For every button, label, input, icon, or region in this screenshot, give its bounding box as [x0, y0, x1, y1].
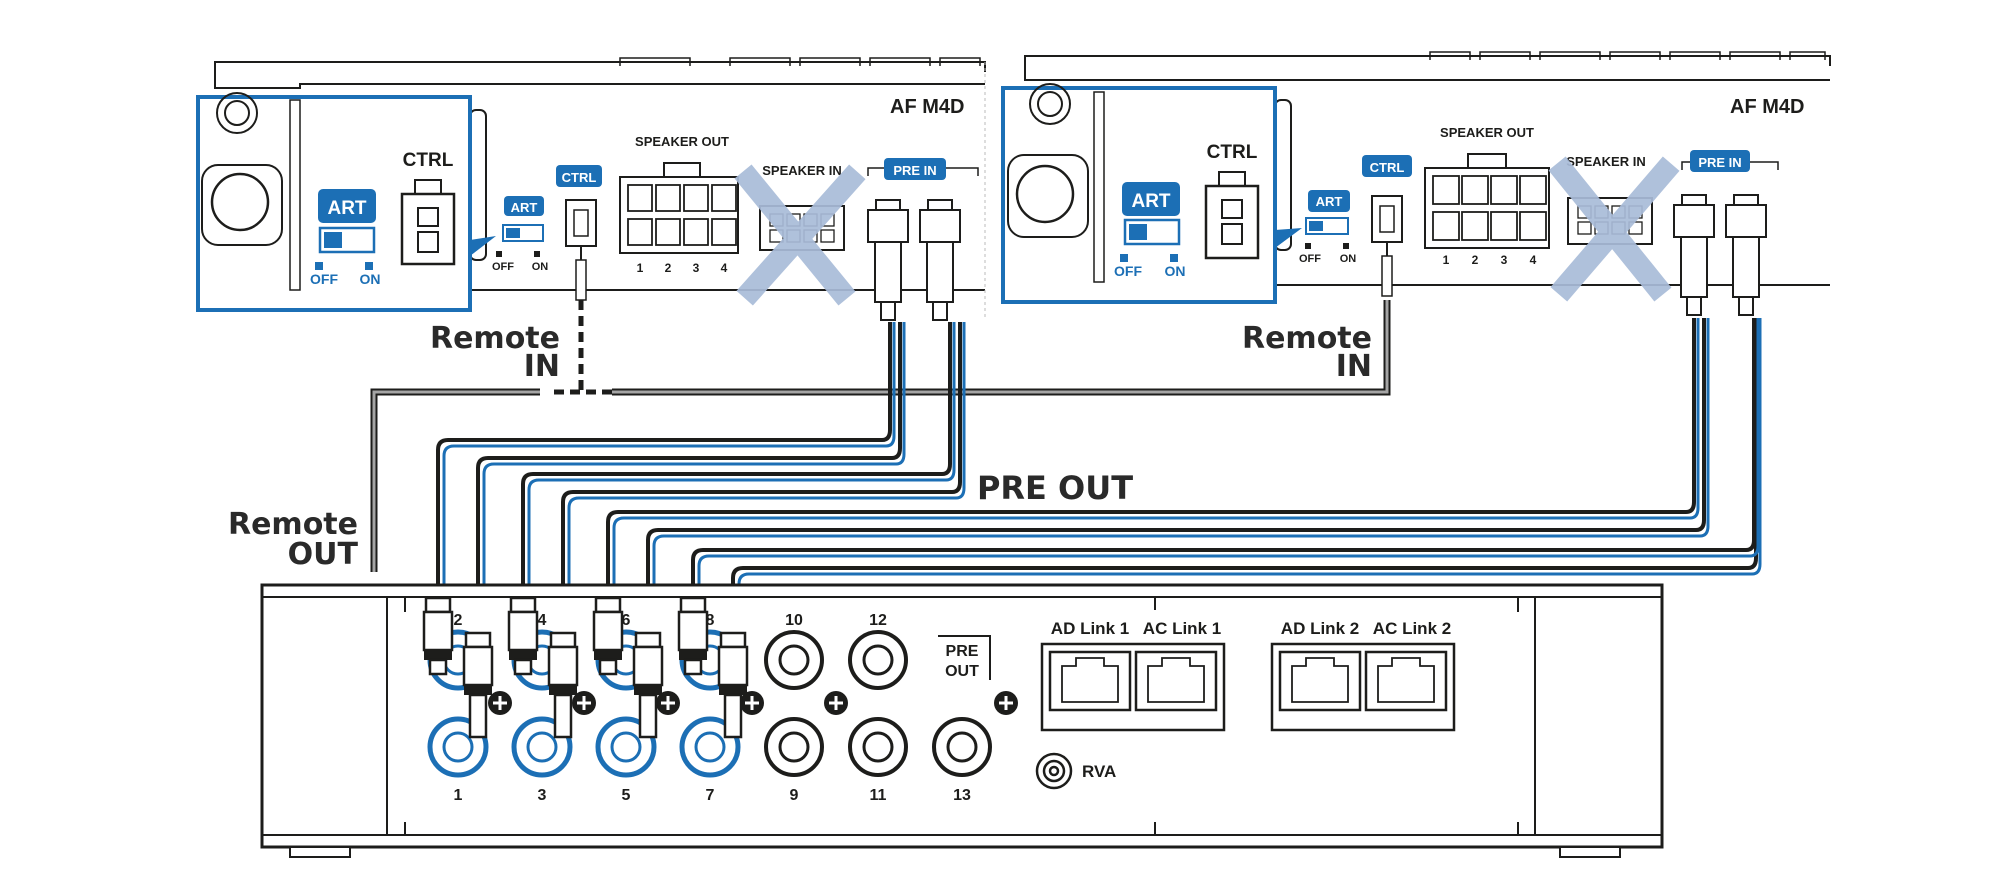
proc-pre-out-1: PRE — [946, 643, 979, 660]
remote-out-1: Remote — [228, 507, 358, 542]
amp-left-off: OFF — [492, 261, 514, 273]
amp-left-port-4: 4 — [721, 261, 728, 275]
amp-left-speaker-in: SPEAKER IN — [762, 163, 841, 178]
amp-left-pre-in: PRE IN — [893, 163, 936, 178]
proc-ch-1: 1 — [454, 787, 463, 804]
amp-left-on: ON — [532, 261, 549, 273]
proc-ch-4: 4 — [538, 612, 547, 629]
amplifier-right: AF M4D ART OFF ON CTRL SPEAKER OUT 1 2 3… — [1024, 51, 1831, 316]
remote-in-left-1: Remote — [430, 321, 560, 356]
inset-left-art: ART — [327, 198, 366, 219]
proc-ch-11: 11 — [870, 787, 887, 804]
proc-ch-7: 7 — [706, 787, 715, 804]
amp-right-ctrl-small: CTRL — [1370, 160, 1405, 175]
inset-left-ctrl: CTRL — [403, 150, 454, 171]
inset-right-ctrl: CTRL — [1207, 142, 1258, 163]
amp-right-art-label: ART — [1316, 194, 1343, 209]
amp-right-speaker-out: SPEAKER OUT — [1440, 125, 1534, 140]
amp-left-port-2: 2 — [665, 261, 672, 275]
amp-right-pre-in: PRE IN — [1698, 155, 1741, 170]
amp-right-off: OFF — [1299, 253, 1321, 265]
pre-out-label: PRE OUT — [977, 469, 1133, 507]
amp-left-art-label: ART — [511, 200, 538, 215]
inset-right-off: OFF — [1114, 263, 1142, 279]
inset-left-on: ON — [360, 271, 381, 287]
proc-ch-13: 13 — [953, 787, 971, 804]
amp-right-on: ON — [1340, 253, 1357, 265]
rca-plugs — [422, 596, 749, 739]
inset-right-on: ON — [1165, 263, 1186, 279]
amp-left-art-inset: ART OFF ON CTRL — [196, 92, 496, 312]
proc-ch-9: 9 — [790, 787, 799, 804]
amp-left-model: AF M4D — [890, 96, 964, 118]
amp-right-port-3: 3 — [1501, 253, 1508, 267]
proc-ch-5: 5 — [622, 787, 631, 804]
amp-right-port-1: 1 — [1443, 253, 1450, 267]
proc-ch-8: 8 — [706, 612, 715, 629]
proc-ac-link-1: AC Link 1 — [1143, 619, 1221, 638]
proc-ad-link-2: AD Link 2 — [1281, 619, 1359, 638]
proc-ch-6: 6 — [622, 612, 631, 629]
inset-left-off: OFF — [310, 271, 338, 287]
remote-in-right-1: Remote — [1242, 321, 1372, 356]
amp-right-port-2: 2 — [1472, 253, 1479, 267]
remote-in-left-2: IN — [524, 349, 560, 384]
proc-ch-2: 2 — [454, 612, 463, 629]
amplifier-left: AF M4D ART OFF ON CTRL SPEAKER OUT 1 2 3… — [214, 57, 986, 321]
amp-right-port-4: 4 — [1530, 253, 1537, 267]
remote-out-2: OUT — [288, 537, 359, 572]
amp-right-art-inset: ART OFF ON CTRL — [1001, 83, 1302, 304]
remote-wire — [370, 300, 1391, 572]
amp-left-ctrl-small: CTRL — [562, 170, 597, 185]
inset-right-art: ART — [1131, 191, 1170, 212]
amp-left-port-1: 1 — [637, 261, 644, 275]
proc-pre-out-2: OUT — [945, 663, 979, 680]
pre-out-cables — [436, 318, 1762, 640]
proc-ch-12: 12 — [869, 612, 887, 629]
proc-ad-link-1: AD Link 1 — [1051, 619, 1129, 638]
proc-ch-10: 10 — [785, 612, 803, 629]
proc-ac-link-2: AC Link 2 — [1373, 619, 1451, 638]
processor: 2 4 6 8 10 12 1 3 5 7 9 11 13 PRE OUT AD… — [260, 583, 1664, 858]
amp-right-model: AF M4D — [1730, 96, 1804, 118]
remote-in-right-2: IN — [1336, 349, 1372, 384]
proc-ch-3: 3 — [538, 787, 547, 804]
amp-right-speaker-in: SPEAKER IN — [1566, 154, 1645, 169]
proc-rva: RVA — [1082, 762, 1116, 781]
amp-left-port-3: 3 — [693, 261, 700, 275]
amp-left-speaker-out: SPEAKER OUT — [635, 134, 729, 149]
